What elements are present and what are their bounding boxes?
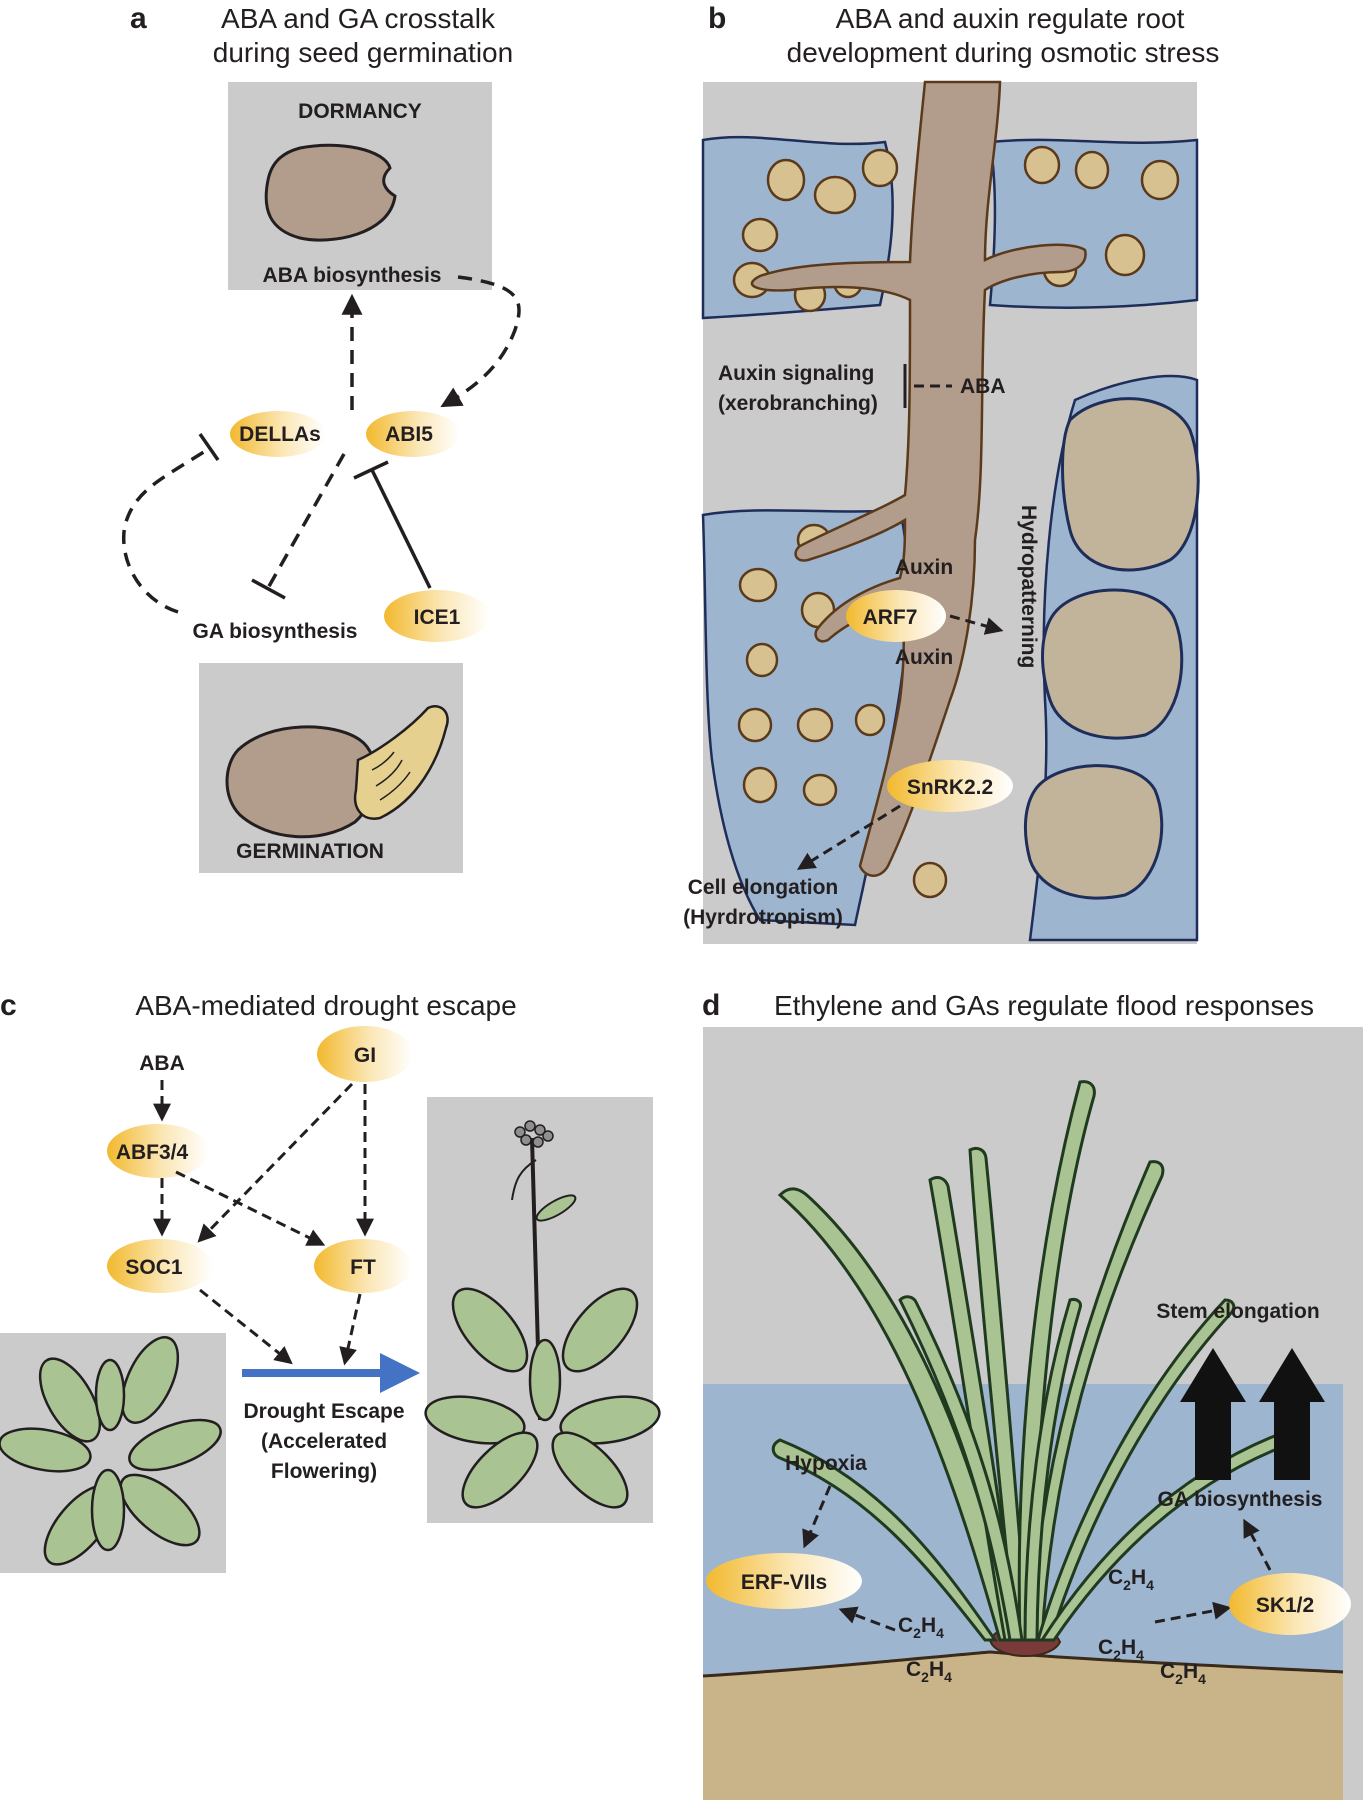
large-soil-aggregates xyxy=(1024,397,1200,900)
c2h4-1: C2H4 xyxy=(898,1614,944,1641)
ethylene-labels: C2H4 C2H4 C2H4 C2H4 C2H4 xyxy=(898,1566,1206,1687)
ga-inhibits-dellas-bar xyxy=(198,433,220,461)
dormancy-label: DORMANCY xyxy=(298,100,422,123)
panel-a-letter: a xyxy=(130,2,147,35)
germinating-seed xyxy=(225,725,377,839)
rosette-plant xyxy=(0,1336,222,1566)
ice1-pill xyxy=(384,590,490,642)
panel-b-letter: b xyxy=(708,2,726,35)
accelerated-label: (Accelerated xyxy=(261,1430,387,1453)
ga-biosynthesis-label: GA biosynthesis xyxy=(193,620,358,643)
aba-biosynthesis-label: ABA biosynthesis xyxy=(263,264,442,287)
erf-pill xyxy=(706,1553,862,1609)
sk-label: SK1/2 xyxy=(1256,1594,1314,1617)
dormant-seed xyxy=(264,143,397,242)
ice1-inhibits-abi5-line xyxy=(370,469,432,589)
panel-d: d Ethylene and GAs regulate flood respon… xyxy=(702,989,1363,1800)
panel-c-letter: c xyxy=(0,989,17,1022)
ethylene-to-sk-arrow xyxy=(1154,1601,1232,1624)
dellas-inhibits-ga-line xyxy=(266,453,346,589)
c2h4-4: C2H4 xyxy=(1098,1636,1144,1663)
snrk-to-elongation-arrow xyxy=(796,804,901,870)
elongation-arrow-left xyxy=(1180,1348,1246,1480)
arf7-pill xyxy=(846,590,946,642)
ethylene-to-erf-arrow xyxy=(838,1606,896,1632)
gi-pill xyxy=(317,1026,413,1082)
flowering-plant xyxy=(424,1120,661,1509)
d-ga-biosynthesis-label: GA biosynthesis xyxy=(1158,1488,1323,1511)
ice1-inhibits-abi5-bar xyxy=(353,460,389,480)
panel-b-title-line2: development during osmotic stress xyxy=(787,37,1220,68)
panel-a: a ABA and GA crosstalk during seed germi… xyxy=(122,2,521,873)
ft-label: FT xyxy=(350,1256,376,1279)
c2h4-3: C2H4 xyxy=(1108,1566,1154,1593)
sk-pill xyxy=(1229,1573,1351,1635)
flood-soil xyxy=(703,1652,1343,1800)
gi-label: GI xyxy=(354,1044,376,1067)
panel-c: c ABA-mediated drought escape ABA GI ABF… xyxy=(0,989,661,1573)
c-aba-label: ABA xyxy=(139,1052,185,1075)
panel-d-title: Ethylene and GAs regulate flood response… xyxy=(774,990,1314,1021)
dellas-pill xyxy=(230,411,326,457)
c2h4-2: C2H4 xyxy=(906,1658,952,1685)
elongation-arrow-right xyxy=(1259,1348,1325,1480)
flooded-plant-leaves xyxy=(771,1080,1301,1642)
sk-to-ga-arrow xyxy=(1243,1518,1272,1571)
root-hairs xyxy=(371,751,411,801)
cell-elongation-label: Cell elongation xyxy=(688,876,839,899)
snrk-label: SnRK2.2 xyxy=(907,776,993,799)
abi5-pill xyxy=(366,411,460,457)
hydrotropism-label: (Hyrdrotropism) xyxy=(683,906,843,929)
drought-escape-label: Drought Escape xyxy=(243,1400,404,1423)
ga-inhibits-dellas-line xyxy=(122,446,211,614)
panel-c-title: ABA-mediated drought escape xyxy=(135,990,516,1021)
arf7-to-hydropatterning-arrow xyxy=(949,614,1004,635)
auxin-bottom-label: Auxin xyxy=(895,646,953,669)
dellas-inhibits-ga-bar xyxy=(251,578,286,600)
auxin-signaling-label: Auxin signaling xyxy=(718,362,874,385)
soc1-label: SOC1 xyxy=(125,1256,183,1279)
abf-pill xyxy=(107,1124,209,1178)
panel-b: b ABA and auxin regulate root developmen… xyxy=(683,2,1219,944)
flowering-label: Flowering) xyxy=(271,1460,377,1483)
aba-to-abi5-arrow xyxy=(440,275,521,408)
panel-b-title-line1: ABA and auxin regulate root xyxy=(836,3,1185,34)
stem-elongation-label: Stem elongation xyxy=(1156,1300,1319,1323)
arf7-label: ARF7 xyxy=(863,606,918,629)
hypoxia-to-erf-arrow xyxy=(802,1485,832,1549)
abi5-label: ABI5 xyxy=(385,423,433,446)
hypoxia-label: Hypoxia xyxy=(785,1452,867,1475)
soc1-pill xyxy=(107,1239,213,1293)
abf-label: ABF3/4 xyxy=(116,1141,189,1164)
hydropatterning-label: Hydropatterning xyxy=(1017,505,1040,668)
panel-a-title-line1: ABA and GA crosstalk xyxy=(221,3,496,34)
erf-label: ERF-VIIs xyxy=(741,1571,827,1594)
panel-c-arrows xyxy=(153,1080,374,1366)
germination-label: GERMINATION xyxy=(236,840,384,863)
snrk-pill xyxy=(887,760,1013,812)
panel-a-title-line2: during seed germination xyxy=(213,37,513,68)
dellas-label: DELLAs xyxy=(239,423,321,446)
c2h4-5: C2H4 xyxy=(1160,1660,1206,1687)
ice1-label: ICE1 xyxy=(414,606,461,629)
soil-particles xyxy=(732,145,1180,899)
auxin-top-label: Auxin xyxy=(895,556,953,579)
soil-line xyxy=(702,1650,1344,1678)
panel-d-letter: d xyxy=(702,989,720,1022)
xerobranching-label: (xerobranching) xyxy=(718,392,878,415)
ft-pill xyxy=(314,1239,412,1293)
aba-label: ABA xyxy=(960,375,1006,398)
